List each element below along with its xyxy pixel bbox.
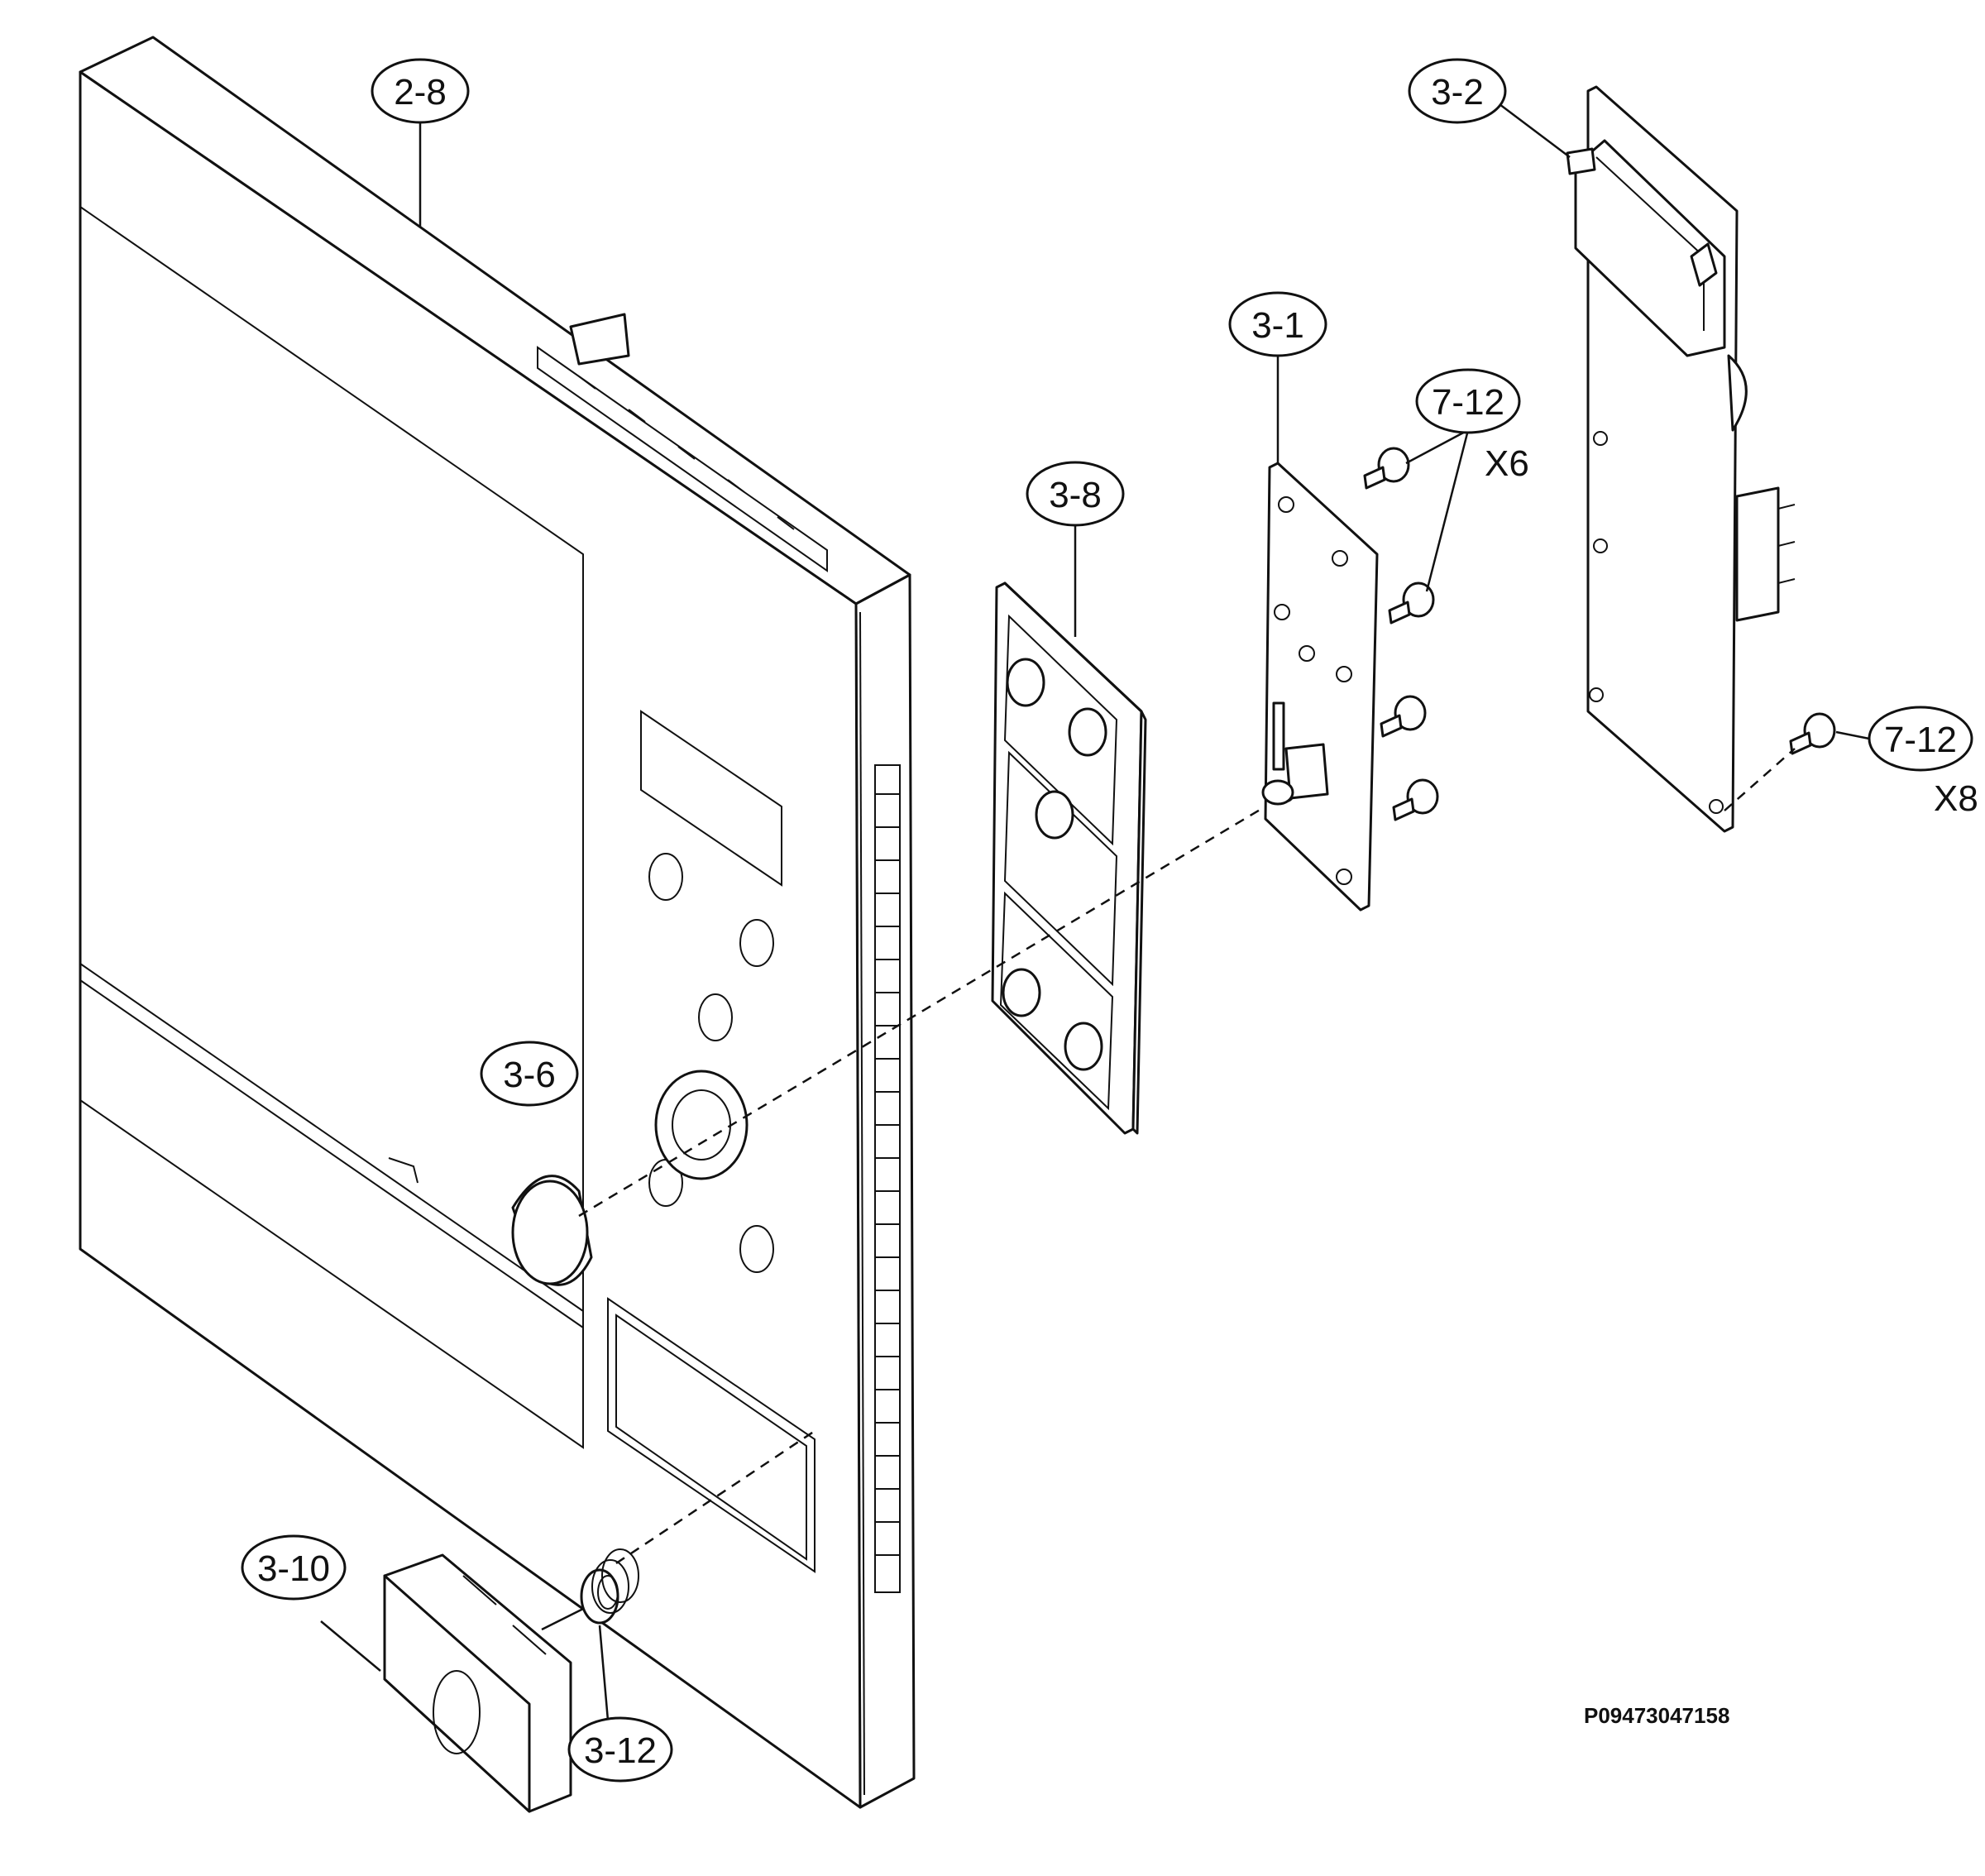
leader-lines (320, 98, 1870, 1721)
callout-3-6: 3-6 (480, 1041, 579, 1107)
svg-text:7-12: 7-12 (1432, 382, 1504, 423)
svg-text:3-8: 3-8 (1049, 475, 1102, 515)
callout-3-10: 3-10 (241, 1534, 347, 1601)
display-window (640, 710, 782, 887)
callout-3-8: 3-8 (1026, 461, 1125, 527)
svg-text:3-1: 3-1 (1251, 305, 1304, 346)
callout-3-12: 3-12 (567, 1716, 673, 1783)
bracket-board-3-2 (1566, 85, 1796, 833)
control-board-3-1 (1261, 462, 1379, 912)
screws-7-12-set-a (1363, 447, 1439, 821)
quantity-label-x6: X6 (1485, 443, 1529, 484)
knob-3-6 (511, 1175, 593, 1286)
svg-text:7-12: 7-12 (1884, 720, 1957, 760)
callout-7-12-b: 7-12 (1868, 706, 1973, 772)
spring-3-12 (580, 1548, 639, 1625)
svg-text:2-8: 2-8 (394, 72, 447, 112)
callout-3-1: 3-1 (1228, 291, 1327, 357)
keypad-3-8 (991, 581, 1147, 1135)
drawing-code: P09473047158 (1584, 1703, 1729, 1728)
label-recess (607, 1297, 816, 1573)
quantity-label-x8: X8 (1934, 778, 1978, 819)
callout-2-8: 2-8 (371, 58, 470, 124)
svg-text:3-6: 3-6 (503, 1055, 556, 1095)
svg-text:3-2: 3-2 (1431, 72, 1484, 112)
assembly-lines (578, 748, 1796, 1565)
side-vents (874, 764, 901, 1593)
svg-text:3-12: 3-12 (584, 1730, 657, 1771)
top-vents (537, 346, 828, 572)
callout-3-2: 3-2 (1408, 58, 1507, 124)
svg-text:3-10: 3-10 (257, 1548, 330, 1589)
screw-7-12-set-b (1789, 712, 1836, 755)
callout-7-12-a: 7-12 (1415, 368, 1521, 434)
door-panel-2-8 (79, 36, 916, 1809)
button-cap-3-10 (383, 1553, 572, 1813)
